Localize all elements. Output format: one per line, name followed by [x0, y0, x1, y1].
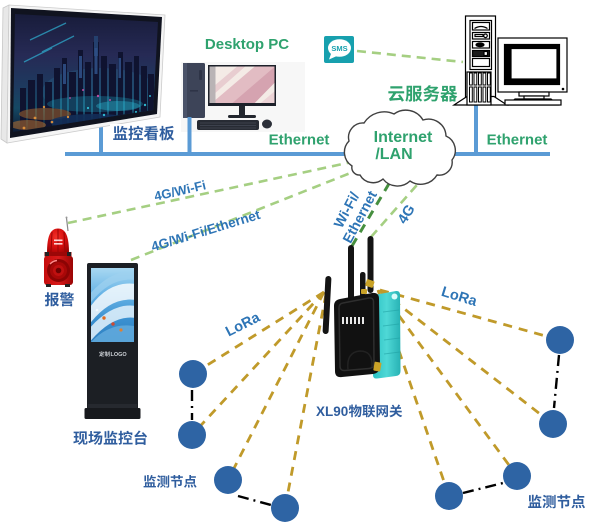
svg-text:4G/Wi-Fi/Ethernet: 4G/Wi-Fi/Ethernet — [149, 207, 262, 255]
svg-text:4G: 4G — [395, 202, 419, 227]
svg-text:4G/Wi-Fi: 4G/Wi-Fi — [153, 177, 208, 203]
svg-text:LoRa: LoRa — [223, 309, 263, 340]
svg-text:LoRa: LoRa — [439, 284, 479, 310]
svg-text:Desktop PC: Desktop PC — [205, 36, 289, 53]
svg-text:/LAN: /LAN — [375, 146, 412, 163]
svg-text:XL90: XL90 — [316, 404, 348, 419]
svg-text:Internet: Internet — [374, 129, 433, 146]
svg-text:LOGO: LOGO — [111, 352, 128, 358]
svg-text:Ethernet: Ethernet — [269, 132, 330, 149]
svg-text:Ethernet: Ethernet — [487, 132, 548, 149]
svg-text:SMS: SMS — [331, 44, 347, 53]
